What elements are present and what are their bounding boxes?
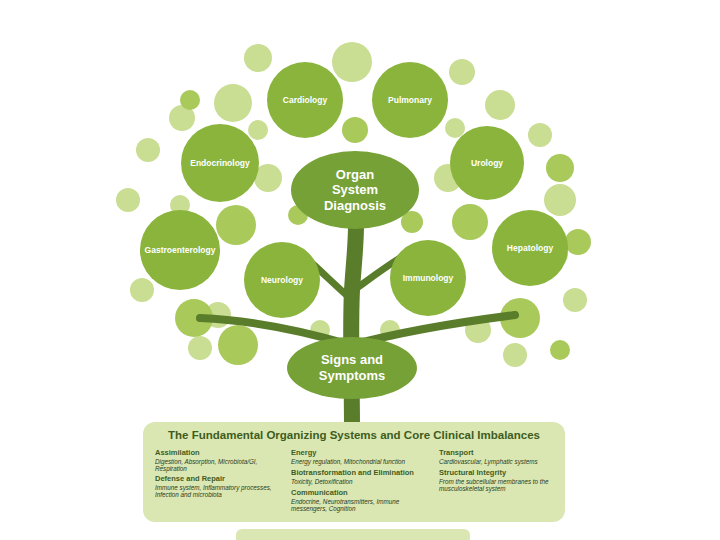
system-category: Structural IntegrityFrom the subcellular… [439, 469, 559, 493]
system-category: EnergyEnergy regulation, Mitochondrial f… [291, 449, 431, 465]
specialty-label: Cardiology [283, 95, 327, 105]
panel-heading: The Fundamental Organizing Systems and C… [143, 429, 565, 441]
specialty-label: Gastroenterology [145, 245, 216, 255]
category-detail: Energy regulation, Mitochondrial functio… [291, 458, 431, 466]
category-detail: Cardiovascular, Lymphatic systems [439, 458, 559, 466]
category-title: Assimilation [155, 449, 283, 458]
specialty-circle: Gastroenterology [140, 210, 221, 291]
diagnosis-label: Organ System Diagnosis [313, 167, 397, 214]
leaf-dots-dark [140, 90, 591, 365]
specialty-label: Pulmonary [388, 95, 432, 105]
system-category: Biotransformation and EliminationToxicit… [291, 469, 431, 485]
specialty-label: Neurology [261, 275, 303, 285]
category-detail: Immune system, Inflammatory processes, I… [155, 484, 283, 499]
category-title: Energy [291, 449, 431, 458]
category-title: Biotransformation and Elimination [291, 469, 431, 478]
system-category: CommunicationEndocrine, Neurotransmitter… [291, 489, 431, 513]
specialty-circle: Pulmonary [372, 62, 448, 138]
category-title: Transport [439, 449, 559, 458]
specialty-label: Endocrinology [190, 158, 250, 168]
system-category: AssimilationDigestion, Absorption, Micro… [155, 449, 283, 473]
category-detail: Toxicity, Detoxification [291, 478, 431, 486]
branches [200, 225, 515, 430]
diagnosis-ellipse: Signs and Symptoms [287, 337, 417, 399]
specialty-circle: Neurology [244, 242, 320, 318]
category-detail: From the subcellular membranes to the mu… [439, 478, 559, 493]
specialty-circle: Cardiology [267, 62, 343, 138]
system-category: Defense and RepairImmune system, Inflamm… [155, 475, 283, 499]
specialty-circle: Hepatology [492, 210, 568, 286]
systems-panel: The Fundamental Organizing Systems and C… [143, 422, 565, 522]
category-detail: Digestion, Absorption, Microbiota/GI, Re… [155, 458, 283, 473]
diagnosis-ellipse: Organ System Diagnosis [291, 151, 419, 229]
diagnosis-label: Signs and Symptoms [309, 352, 395, 383]
category-title: Structural Integrity [439, 469, 559, 478]
specialty-label: Hepatology [507, 243, 553, 253]
specialty-circle: Immunology [390, 240, 466, 316]
specialty-circle: Urology [450, 126, 524, 200]
specialty-circle: Endocrinology [181, 124, 259, 202]
cut-off-panel [236, 529, 470, 540]
system-category: TransportCardiovascular, Lymphatic syste… [439, 449, 559, 465]
category-title: Defense and Repair [155, 475, 283, 484]
specialty-label: Immunology [403, 273, 454, 283]
specialty-label: Urology [471, 158, 503, 168]
category-detail: Endocrine, Neurotransmitters, Immune mes… [291, 498, 431, 513]
category-title: Communication [291, 489, 431, 498]
